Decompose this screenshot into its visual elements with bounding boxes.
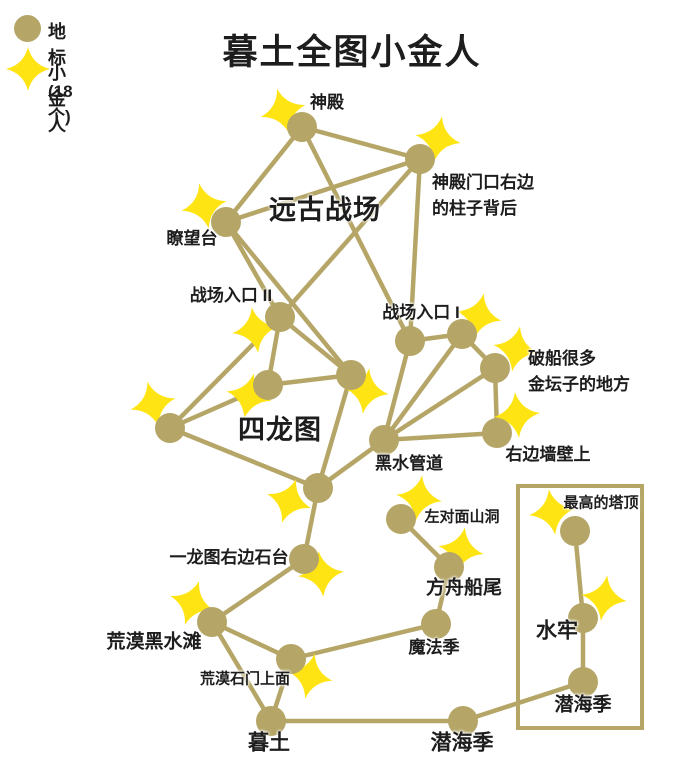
label-shitai: 一龙图右边石台 (169, 547, 289, 567)
golden-figure-star-shandong (393, 472, 445, 524)
landmark-fangzhou (434, 552, 464, 582)
path-edge-menkou--rukou1 (407, 158, 423, 342)
label-silongtu: 四龙图 (238, 415, 322, 446)
page-title: 暮土全图小金人 (222, 33, 482, 72)
path-edge-heishuitan--mutu (210, 620, 273, 723)
landmark-shuilao (568, 603, 598, 633)
landmark-pochuan (480, 353, 510, 383)
path-edge-heishuiguandao--rukou1 (381, 340, 413, 441)
golden-figure-star-rukou2 (229, 304, 281, 356)
golden-figure-legend-label: 小金人 (48, 63, 66, 135)
path-edge-silong-w--silong-s (169, 425, 319, 491)
landmark-silong-ne (336, 360, 366, 390)
landmark-legend-label: 地标 (48, 22, 66, 68)
inset-box (516, 484, 644, 730)
label-shandong: 左对面山洞 (424, 508, 500, 526)
label-rukou1: 战场入口 I (382, 302, 460, 322)
landmark-shimen (276, 644, 306, 674)
landmark-silong-nw (253, 370, 283, 400)
label-menkou: 神殿门口右边的柱子背后 (432, 173, 534, 219)
label-qianhaiji-box: 潜海季 (554, 694, 612, 716)
golden-figure-star-silong-s (260, 472, 318, 530)
path-edge-menkou--rukou2 (278, 157, 422, 319)
landmark-legend-icon (14, 15, 41, 42)
path-edge-heishuiguandao--pochuan (382, 366, 497, 442)
landmark-shendian (287, 112, 317, 142)
golden-figure-star-silong-nw (222, 369, 277, 424)
landmark-shitai (289, 544, 319, 574)
label-liaowangtai: 瞭望台 (166, 228, 218, 248)
path-edge-liaowangtai--rukou2 (224, 220, 282, 319)
landmark-rukou2 (265, 302, 295, 332)
landmark-liaowangtai (211, 207, 241, 237)
golden-figure-star-pochuan (489, 322, 542, 375)
path-edge-heishuiguandao--pochuan-upper (382, 332, 464, 442)
golden-figure-legend-icon (6, 47, 50, 91)
path-edge-shendian--liaowangtai (224, 125, 304, 224)
landmark-mofaji (421, 609, 451, 639)
landmark-shandong (386, 504, 416, 534)
label-pochuan: 破船很多金坛子的地方 (528, 349, 630, 395)
golden-figure-star-silong-ne (340, 365, 392, 417)
golden-figure-star-heishuitan (163, 574, 221, 632)
golden-figure-star-liaowangtai (177, 179, 232, 234)
landmark-rukou1 (395, 326, 425, 356)
golden-figure-star-shuilao (578, 572, 630, 624)
landmark-heishuitan (197, 607, 227, 637)
landmark-menkou (405, 144, 435, 174)
landmark-qianhaiji-box (568, 667, 598, 697)
golden-figure-star-tading (526, 486, 578, 538)
label-shimen: 荒漠石门上面 (199, 670, 291, 688)
path-edge-liaowangtai--silong-ne (224, 220, 353, 377)
golden-figure-star-shendian (255, 83, 311, 139)
landmark-mutu (256, 706, 286, 736)
landmark-qiangbi (482, 418, 512, 448)
golden-figure-star-menkou (411, 112, 464, 165)
path-edge-silong-ne--silong-s (315, 374, 354, 489)
label-mutu: 暮土 (248, 731, 290, 755)
golden-figure-star-shimen (283, 649, 338, 704)
label-fangzhou: 方舟船尾 (425, 577, 503, 599)
golden-figure-star-silong-w (125, 376, 181, 432)
label-yuangu-zhanchang: 远古战场 (269, 195, 381, 226)
label-tading: 最高的塔顶 (563, 494, 639, 512)
label-qiangbi: 右边墙壁上 (505, 444, 591, 464)
golden-figure-star-pochuan-upper (452, 289, 507, 344)
label-shendian: 神殿 (310, 92, 344, 112)
landmark-heishuiguandao (369, 425, 399, 455)
golden-figure-star-shitai (296, 549, 347, 600)
path-edge-qianhaiji--qianhaiji-box (462, 679, 584, 724)
golden-figure-count: (18个) (48, 82, 73, 126)
label-qianhaiji: 潜海季 (430, 731, 494, 755)
landmark-silong-w (155, 413, 185, 443)
landmark-pochuan-upper (447, 319, 477, 349)
label-mofaji: 魔法季 (408, 637, 460, 657)
landmark-tading (560, 516, 590, 546)
label-heishuitan: 荒漠黑水滩 (106, 631, 202, 653)
landmark-silong-s (303, 473, 333, 503)
label-shuilao: 水牢 (536, 619, 578, 643)
label-rukou2: 战场入口 II (189, 285, 273, 305)
path-edge-shitai--heishuitan (210, 557, 306, 624)
label-heishuiguandao: 黑水管道 (375, 453, 443, 473)
path-edge-shendian--menkou (301, 124, 421, 162)
golden-figure-star-qiangbi (492, 390, 542, 440)
path-edge-shimen--mofaji (290, 621, 437, 662)
path-edge-heishuiguandao--qiangbi (383, 430, 498, 443)
golden-figure-star-fangzhou (434, 523, 487, 576)
landmark-qianhaiji (448, 706, 478, 736)
path-edge-liaowangtai--menkou (225, 156, 421, 225)
